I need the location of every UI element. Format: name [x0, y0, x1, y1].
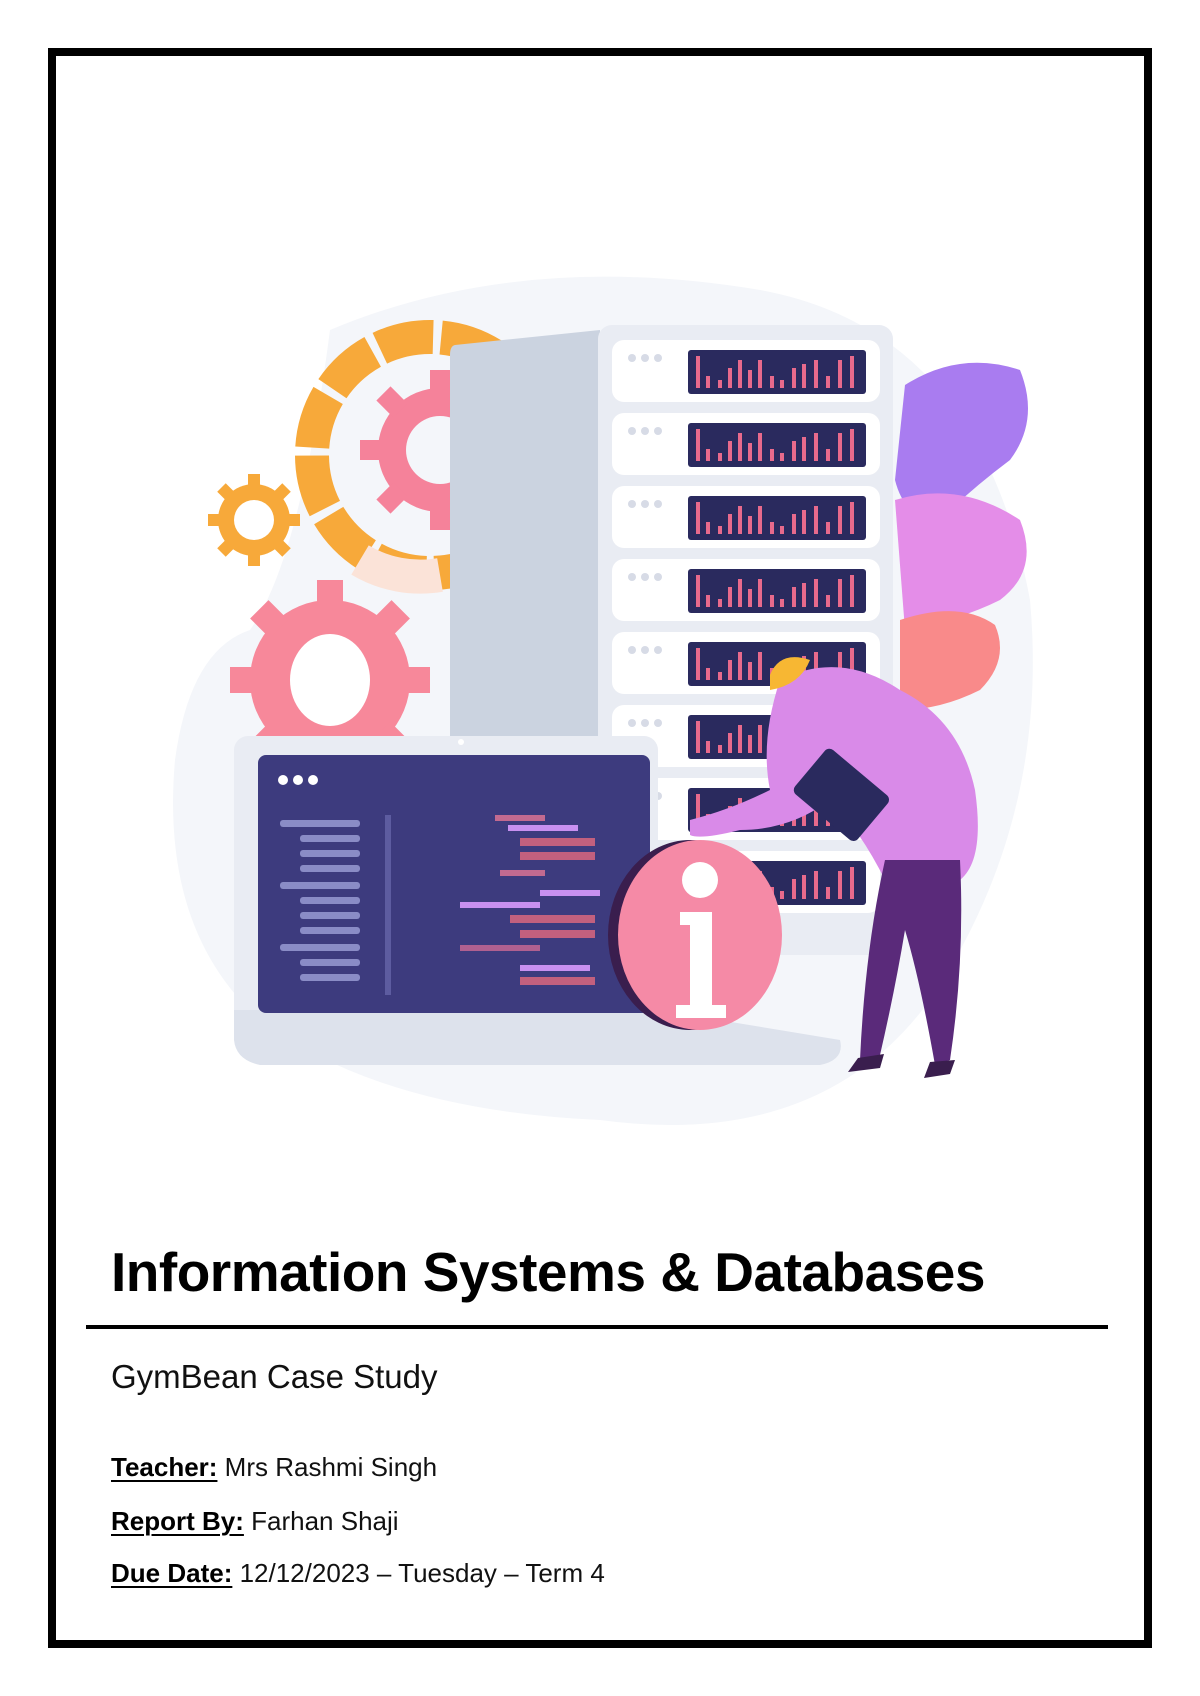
page-border: [48, 48, 1152, 1648]
teacher-value: Mrs Rashmi Singh: [217, 1452, 438, 1482]
teacher-label: Teacher:: [111, 1452, 218, 1482]
purple-blob: [895, 362, 1028, 520]
coral-blob: [900, 611, 1000, 710]
due-date-value: 12/12/2023 – Tuesday – Term 4: [232, 1558, 605, 1588]
report-by-line: Report By: Farhan Shaji: [111, 1506, 399, 1537]
small-gear-icon: [208, 474, 300, 566]
due-date-label: Due Date:: [111, 1558, 233, 1588]
person-figure: [690, 657, 978, 1078]
info-icon: [608, 840, 782, 1030]
cover-illustration: [150, 250, 1050, 1130]
due-date-line: Due Date: 12/12/2023 – Tuesday – Term 4: [111, 1558, 605, 1589]
report-by-label: Report By:: [111, 1506, 244, 1536]
laptop-icon: [234, 736, 841, 1065]
report-by-value: Farhan Shaji: [243, 1506, 399, 1536]
pink-blob: [895, 493, 1027, 630]
document-subtitle: GymBean Case Study: [111, 1358, 438, 1395]
teacher-line: Teacher: Mrs Rashmi Singh: [111, 1452, 437, 1483]
document-title: Information Systems & Databases: [111, 1241, 985, 1303]
title-divider: [86, 1325, 1108, 1329]
